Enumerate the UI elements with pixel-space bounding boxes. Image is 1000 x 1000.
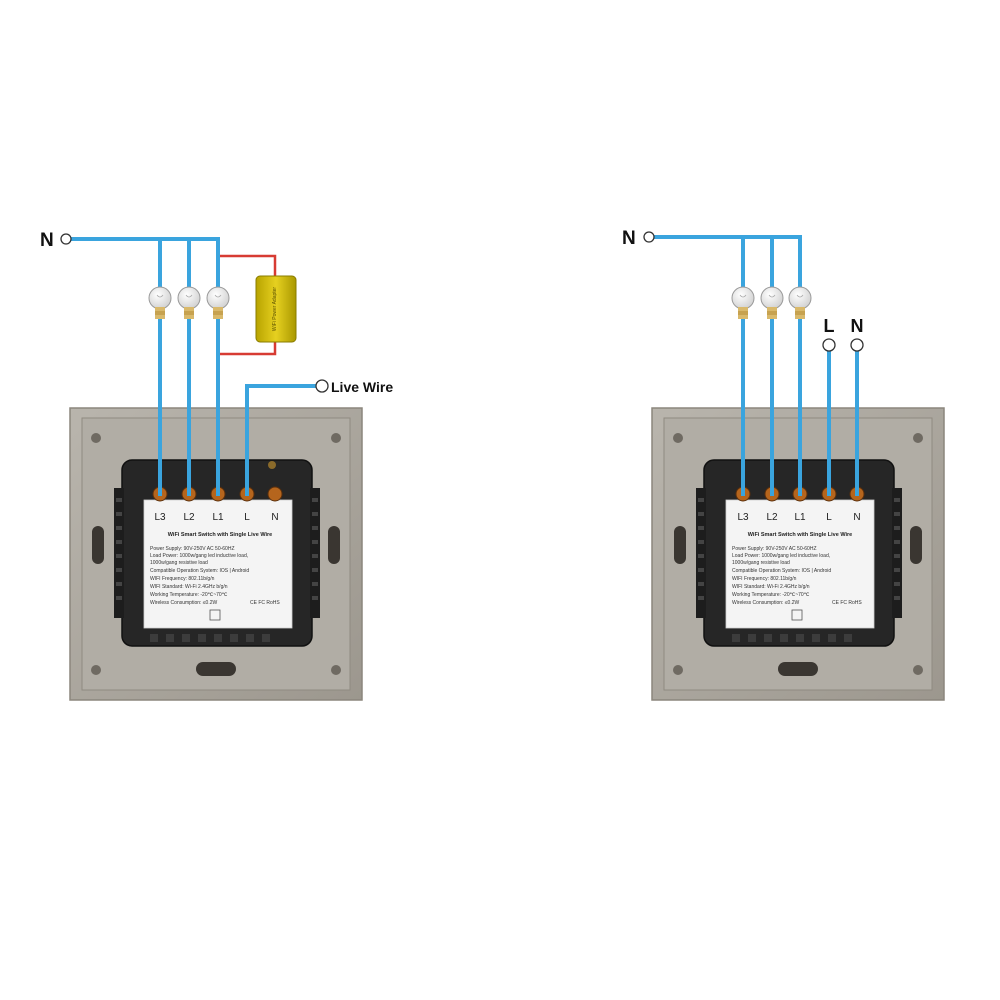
spec-line: WIFI Frequency: 802.11b/g/n: [150, 576, 215, 582]
bulb: [206, 286, 230, 320]
neutral-input-terminal-icon: [850, 338, 864, 352]
terminal-label-l: L: [244, 512, 250, 523]
terminal-label-n: N: [271, 512, 278, 523]
cert-marks: CE FC RoHS: [250, 600, 280, 606]
terminal-label-l2: L2: [766, 512, 778, 523]
spec-line: WIFI Standard: Wi-Fi 2.4GHz b/g/n: [150, 584, 228, 590]
spec-line: Power Supply: 90V-250V AC 50-60HZ: [150, 546, 235, 552]
spec-line: WIFI Frequency: 802.11b/g/n: [732, 576, 797, 582]
neutral-terminal-icon: [60, 233, 72, 245]
terminal-label-l1: L1: [212, 512, 224, 523]
spec-line: Compatible Operation System: IOS | Andro…: [150, 568, 249, 574]
neutral-wires-left: [68, 237, 320, 496]
spec-line: Compatible Operation System: IOS | Andro…: [732, 568, 831, 574]
recycle-icon: [209, 609, 221, 621]
terminal-label-n: N: [853, 512, 860, 523]
neutral-terminal-icon: [643, 231, 655, 243]
spec-line: Wireless Consumption: ≤0.2W: [732, 600, 799, 606]
live-wire-terminal-icon: [315, 379, 329, 393]
capacitor-wires: [220, 254, 277, 356]
terminal-label-l: L: [826, 512, 832, 523]
bulb: [760, 286, 784, 320]
bulb: [788, 286, 812, 320]
live-terminal-icon: [822, 338, 836, 352]
terminal-label-l1: L1: [794, 512, 806, 523]
diagram-left: L3 L2 L1 L N WiFi Smart Switch with Sing…: [40, 230, 393, 701]
terminal-label-l3: L3: [737, 512, 749, 523]
diagram-right: L3 L2 L1 L N WiFi Smart Switch with Sing…: [622, 228, 945, 701]
spec-line: Load Power: 1000w/gang led inductive loa…: [150, 553, 248, 559]
bulb: [148, 286, 172, 320]
bulb: [731, 286, 755, 320]
spec-line: Working Temperature: -20℃~70℃: [150, 592, 228, 598]
spec-line: 1000w/gang resistive load: [732, 560, 790, 566]
spec-line: 1000w/gang resistive load: [150, 560, 208, 566]
live-label: L: [824, 316, 835, 336]
neutral-label: N: [622, 228, 636, 249]
neutral-label: N: [40, 230, 54, 251]
product-label-title: WiFi Smart Switch with Single Live Wire: [168, 532, 272, 538]
spec-line: Power Supply: 90V-250V AC 50-60HZ: [732, 546, 817, 552]
product-label-title: WiFi Smart Switch with Single Live Wire: [748, 532, 852, 538]
wires-right: [650, 235, 859, 496]
terminal-label-l3: L3: [154, 512, 166, 523]
capacitor: WiFi Power Adapter: [255, 275, 297, 343]
neutral-input-label: N: [851, 316, 864, 336]
spec-line: Wireless Consumption: ≤0.2W: [150, 600, 217, 606]
spec-line: Working Temperature: -20℃~70℃: [732, 592, 810, 598]
live-wire-label: Live Wire: [331, 379, 393, 395]
terminal-screws-left: [152, 461, 283, 502]
capacitor-text: WiFi Power Adapter: [272, 287, 278, 332]
recycle-icon: [791, 609, 803, 621]
terminal-label-l2: L2: [183, 512, 195, 523]
bulb: [177, 286, 201, 320]
cert-marks: CE FC RoHS: [832, 600, 862, 606]
spec-line: Load Power: 1000w/gang led inductive loa…: [732, 553, 830, 559]
spec-line: WIFI Standard: Wi-Fi 2.4GHz b/g/n: [732, 584, 810, 590]
